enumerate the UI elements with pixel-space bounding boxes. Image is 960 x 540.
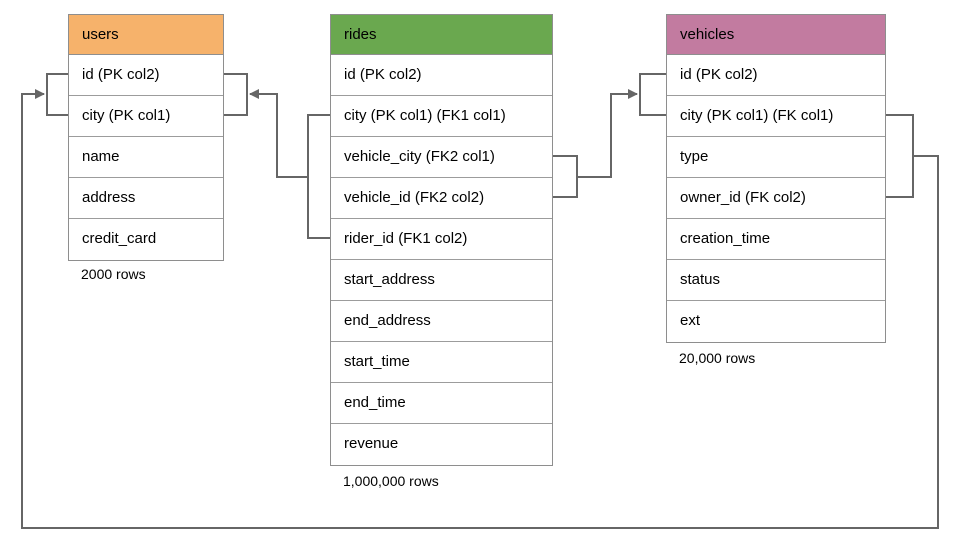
table-row: end_time bbox=[331, 383, 552, 424]
table-vehicles-title: vehicles bbox=[667, 15, 885, 55]
table-row: end_address bbox=[331, 301, 552, 342]
rides-row-count: 1,000,000 rows bbox=[343, 473, 439, 489]
table-row: ext bbox=[667, 301, 885, 342]
table-row: city (PK col1) (FK col1) bbox=[667, 96, 885, 137]
table-row: name bbox=[69, 137, 223, 178]
vehicles-row-count: 20,000 rows bbox=[679, 350, 756, 366]
table-row: city (PK col1) bbox=[69, 96, 223, 137]
table-row: id (PK col2) bbox=[667, 55, 885, 96]
users-right-bracket bbox=[224, 73, 248, 116]
rides-left-bracket bbox=[307, 114, 330, 239]
table-row: start_address bbox=[331, 260, 552, 301]
table-row: city (PK col1) (FK1 col1) bbox=[331, 96, 552, 137]
table-users: users id (PK col2) city (PK col1) name a… bbox=[68, 14, 224, 261]
table-row: vehicle_city (FK2 col1) bbox=[331, 137, 552, 178]
table-row: type bbox=[667, 137, 885, 178]
table-row: rider_id (FK1 col2) bbox=[331, 219, 552, 260]
connector-rides-to-vehicles bbox=[577, 89, 638, 178]
table-row: id (PK col2) bbox=[331, 55, 552, 96]
vehicles-right-bracket bbox=[886, 114, 914, 198]
table-row: status bbox=[667, 260, 885, 301]
users-row-count: 2000 rows bbox=[81, 266, 146, 282]
vehicles-left-bracket bbox=[639, 73, 666, 116]
table-row: credit_card bbox=[69, 219, 223, 260]
table-rides: rides id (PK col2) city (PK col1) (FK1 c… bbox=[330, 14, 553, 466]
table-row: id (PK col2) bbox=[69, 55, 223, 96]
table-vehicles: vehicles id (PK col2) city (PK col1) (FK… bbox=[666, 14, 886, 343]
rides-right-bracket bbox=[553, 155, 578, 198]
table-users-title: users bbox=[69, 15, 223, 55]
table-row: vehicle_id (FK2 col2) bbox=[331, 178, 552, 219]
connector-rides-to-users bbox=[249, 89, 308, 178]
table-rides-title: rides bbox=[331, 15, 552, 55]
table-row: address bbox=[69, 178, 223, 219]
table-row: revenue bbox=[331, 424, 552, 465]
users-left-bracket bbox=[46, 73, 68, 116]
table-row: creation_time bbox=[667, 219, 885, 260]
table-row: owner_id (FK col2) bbox=[667, 178, 885, 219]
table-row: start_time bbox=[331, 342, 552, 383]
